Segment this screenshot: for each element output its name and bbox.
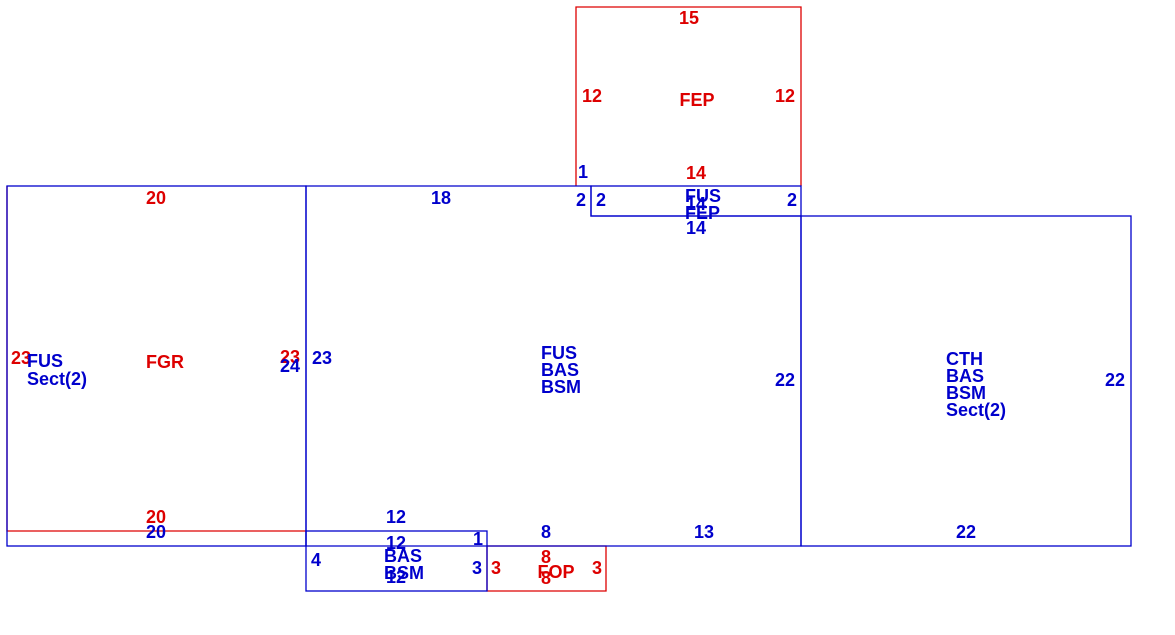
fgr-dim-top: 20 [146,188,166,208]
cth-line2: BAS [946,366,984,386]
main-dim-bottom-mid: 8 [541,522,551,542]
strip-line1: FUS [685,186,721,206]
cth-line1: CTH [946,349,983,369]
cth-outline [800,215,1132,547]
main-dim-bottom-left: 12 [386,507,406,527]
cth-dim-right: 22 [1105,370,1125,390]
bay-dim-notch: 1 [473,529,483,549]
cth-line4: Sect(2) [946,400,1006,420]
bay-outline [305,530,488,592]
fgr-label: FGR [146,352,184,372]
main-dim-top: 18 [431,188,451,208]
strip-line2: FEP [685,203,720,223]
bay-line2: BSM [384,563,424,583]
fep-dim-notch: 1 [578,162,588,182]
main-dim-left: 23 [312,348,332,368]
strip-dim-right: 2 [787,190,797,210]
main-line1: FUS [541,343,577,363]
fep-dim-right: 12 [775,86,795,106]
main-line3: BSM [541,377,581,397]
bay-dim-bottom: 12 [386,567,406,587]
fep-outline [575,6,802,186]
bay-dim-left: 4 [311,550,321,570]
bay-dim-top: 12 [386,533,406,553]
main-dim-right: 22 [775,370,795,390]
fgr-dim-left: 23 [11,348,31,368]
main-dim-bottom-right: 13 [694,522,714,542]
fep-dim-top: 15 [679,8,699,28]
fop-label: FOP [537,562,574,582]
strip-dim-left: 2 [596,190,606,210]
fgr-dim-bottom: 20 [146,507,166,527]
cth-dim-bottom: 22 [956,522,976,542]
fus-left-dim-right: 24 [280,356,300,376]
fep-dim-left: 12 [582,86,602,106]
main-dim-notch-left: 2 [576,190,586,210]
fgr-dim-right: 23 [280,347,300,367]
main-line2: BAS [541,360,579,380]
fop-dim-left: 3 [491,558,501,578]
fop-dim-bottom: 8 [541,568,551,588]
fop-dim-right: 3 [592,558,602,578]
fus-left-line2: Sect(2) [27,369,87,389]
fep-dim-bottom: 14 [686,163,706,183]
strip-outline [590,185,802,217]
fus-left-line1: FUS [27,351,63,371]
fop-dim-top: 8 [541,547,551,567]
bay-dim-right: 3 [472,558,482,578]
fus-left-dim-bottom: 20 [146,522,166,542]
fep-label: FEP [679,90,714,110]
strip-line3: 14 [686,194,706,214]
strip-dim-bottom: 14 [686,218,706,238]
cth-line3: BSM [946,383,986,403]
bay-line1: BAS [384,546,422,566]
